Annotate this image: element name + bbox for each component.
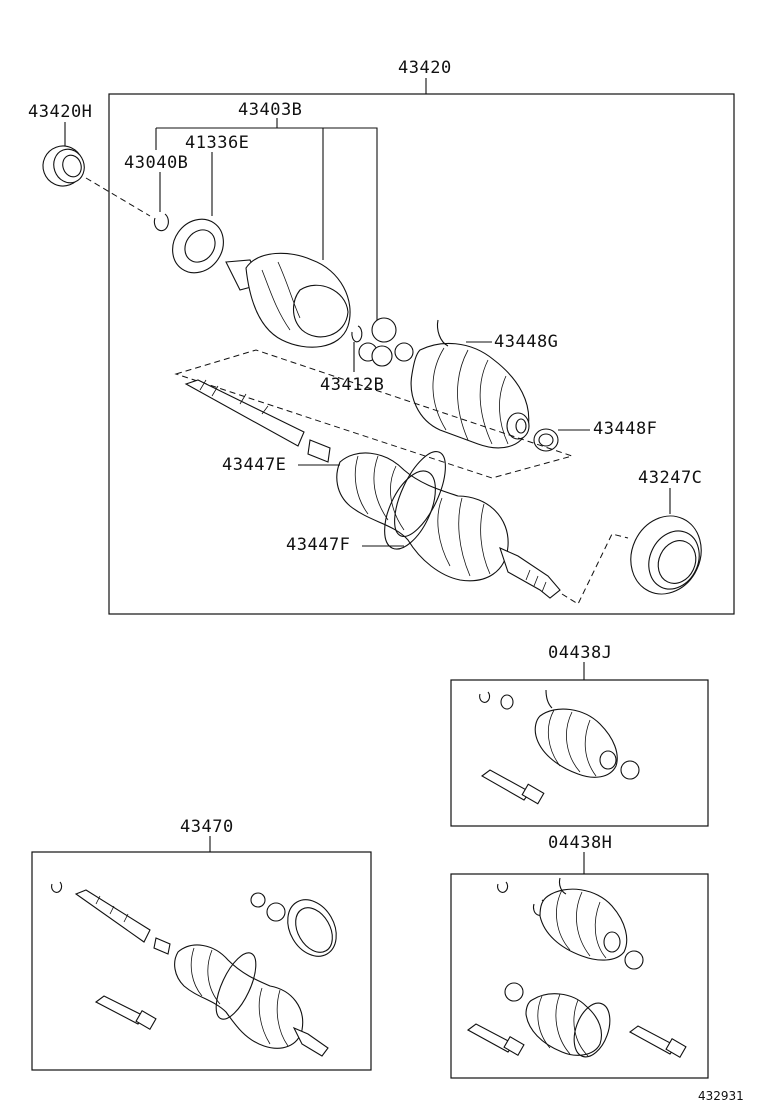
boot-kit-04438H: 04438H <box>450 833 709 1079</box>
snap-ring-43040B-part <box>153 213 169 232</box>
boot-kit-04438H-frame <box>450 873 709 1079</box>
label-43420: 43420 <box>398 58 452 78</box>
alt-boot <box>174 944 329 1057</box>
label-43420H: 43420H <box>28 102 92 122</box>
boot-kit-04438J: 04438J <box>450 643 709 827</box>
label-43448G: 43448G <box>494 332 558 352</box>
label-43403B: 43403B <box>238 100 302 120</box>
alt-clamps <box>250 892 337 957</box>
label-43448F: 43448F <box>593 419 657 439</box>
label-41336E: 41336E <box>185 133 249 153</box>
dash-43420H <box>85 177 151 217</box>
kit-h-grease-tube-2 <box>628 1025 687 1058</box>
seal-41336E-part <box>172 218 224 274</box>
leader-43403B <box>155 118 378 320</box>
reference-number: 432931 <box>698 1089 744 1103</box>
label-43247C: 43247C <box>638 468 702 488</box>
tripod-part <box>358 317 414 367</box>
kit-j-clamp <box>620 760 640 780</box>
assembly-43470: 43470 <box>31 817 372 1071</box>
label-43412B: 43412B <box>320 375 384 395</box>
label-43470: 43470 <box>180 817 234 837</box>
alt-grease-tube <box>94 995 157 1030</box>
label-04438J: 04438J <box>548 643 612 663</box>
boot-kit-04438J-frame <box>450 679 709 827</box>
kit-j-snap-ring <box>479 691 491 703</box>
assembly-43470-frame <box>31 851 372 1071</box>
kit-h-clamp-2 <box>504 982 524 1002</box>
kit-j-grease-tube <box>481 769 545 805</box>
kit-h-snap-ring <box>497 881 509 893</box>
outer-boot-part <box>336 451 561 599</box>
assembly-43420: 43420 43403B 41336E 43040B 43420H <box>28 58 735 615</box>
label-04438H: 04438H <box>548 833 612 853</box>
label-43040B: 43040B <box>124 153 188 173</box>
joint-housing-part <box>225 252 351 348</box>
alt-shaft <box>74 889 171 955</box>
assembly-43420-frame <box>108 93 735 615</box>
kit-j-clip <box>500 694 514 710</box>
drive-shaft-part <box>184 379 331 463</box>
dash-43247C <box>561 533 629 605</box>
label-43447E: 43447E <box>222 455 286 475</box>
kit-h-outer-boot <box>525 993 611 1058</box>
label-43447F: 43447F <box>286 535 350 555</box>
inner-boot-43448G-part <box>410 319 530 449</box>
clip-43412B-part <box>351 325 363 343</box>
kit-h-grease-tube-1 <box>466 1023 525 1056</box>
clamp-43448F-part <box>533 428 559 452</box>
kit-h-inner-boot <box>539 877 628 961</box>
dust-deflector-43247C-part <box>630 515 702 595</box>
kit-h-clamp <box>624 950 644 970</box>
kit-j-boot <box>534 689 618 778</box>
dash-group-43403B <box>174 349 574 479</box>
bearing-43420H-part <box>42 145 85 187</box>
alt-snap-ring <box>51 881 63 893</box>
